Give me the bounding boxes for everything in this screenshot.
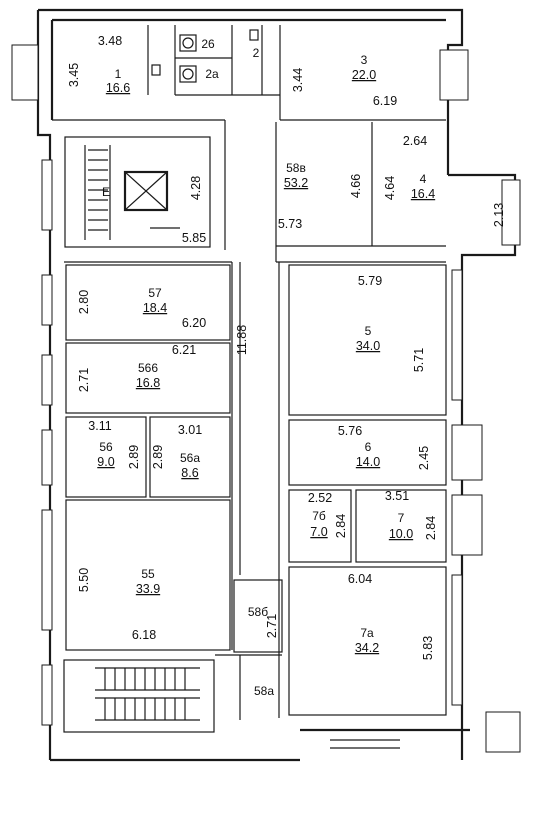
room-4-area: 16.4 [411,187,435,201]
room-5-label: 5 [365,324,372,338]
room-7-label: 7 [398,511,405,525]
stair-bottom [95,667,400,749]
room-7a-label: 7a [360,626,374,640]
dim-stair-width: 5.85 [182,231,206,245]
dim-room57-depth: 2.80 [77,290,91,314]
dim-room7a-width: 6.04 [348,572,372,586]
dim-corridor-length: 11.88 [235,325,249,355]
dim-room566-depth: 2.71 [77,368,91,392]
room-5-area: 34.0 [356,339,380,353]
dim-room5-depth: 5.71 [412,348,426,372]
room-56a-label: 56a [180,451,200,465]
dim-room3-depth: 3.44 [291,68,305,92]
dim-room566-width: 6.21 [172,343,196,357]
room-4-label: 4 [420,172,427,186]
dim-room56-width: 3.11 [88,419,111,433]
windows [11,44,521,753]
room-55-label: 55 [141,567,155,581]
room-56-area: 9.0 [97,455,114,469]
dim-room6-width: 5.76 [338,424,362,438]
dim-room55-depth: 5.50 [77,568,91,592]
room-57-label: 57 [148,286,162,300]
room-566-label: 566 [138,361,158,375]
room-58v-area: 53.2 [284,176,308,190]
room-58a-label: 58a [254,684,274,698]
dim-stair-depth: 4.28 [189,176,203,200]
room-7b-area: 7.0 [310,525,327,539]
dim-room6-depth: 2.45 [417,446,431,470]
room-566-area: 16.8 [136,376,160,390]
dim-corridor-width: 5.73 [278,217,302,231]
room-56a-area: 8.6 [181,466,198,480]
dim-room57-width: 6.20 [182,316,206,330]
room-6-area: 14.0 [356,455,380,469]
room-E-label: E [102,185,110,199]
room-26-label: 26 [201,37,215,51]
room-58b-label: 58б [248,605,268,619]
room-1-area: 16.6 [106,81,130,95]
room-58v-label: 58в [286,161,306,175]
dim-room56a-width: 3.01 [178,423,202,437]
dim-corridor-depth: 4.66 [349,174,363,198]
room-1-label: 1 [115,67,122,81]
dim-room4-width: 2.64 [403,134,427,148]
dim-room7-width: 3.51 [385,489,409,503]
dim-room58b-depth: 2.71 [265,614,279,638]
room-labels: 1 16.6 26 2 2a 3 22.0 58в 53.2 4 16.4 E … [97,37,435,698]
dim-room4-depth: 4.64 [383,176,397,200]
room-7-area: 10.0 [389,527,413,541]
dim-room5-width: 5.79 [358,274,382,288]
dim-room55-width: 6.18 [132,628,156,642]
room-57-area: 18.4 [143,301,167,315]
dim-room7a-depth: 5.83 [421,636,435,660]
room-7b-label: 7б [312,509,326,523]
room-7a-area: 34.2 [355,641,379,655]
dim-bay-width: 2.13 [492,203,506,227]
room-55-area: 33.9 [136,582,160,596]
room-56-label: 56 [99,440,113,454]
room-6-label: 6 [365,440,372,454]
dim-room7b-width: 2.52 [308,491,332,505]
dim-room1-width: 3.48 [98,34,122,48]
dim-room3-width: 6.19 [373,94,397,108]
toilet-fixtures [151,29,259,83]
dim-room56-depth-a: 2.89 [127,445,141,469]
room-2-label: 2 [253,46,260,60]
dim-room56-depth-b: 2.89 [151,445,165,469]
interior-walls [52,25,447,733]
dim-room7-depth: 2.84 [424,516,438,540]
room-3-label: 3 [361,53,368,67]
stair-top [84,145,180,240]
room-2a-label: 2a [205,67,219,81]
dim-room7b-depth: 2.84 [334,514,348,538]
dim-room1-depth: 3.45 [67,63,81,87]
dimension-labels: 3.48 3.45 3.44 6.19 2.64 4.64 4.66 5.73 … [67,34,506,660]
elevator-shaft [123,170,169,212]
room-3-area: 22.0 [352,68,376,82]
